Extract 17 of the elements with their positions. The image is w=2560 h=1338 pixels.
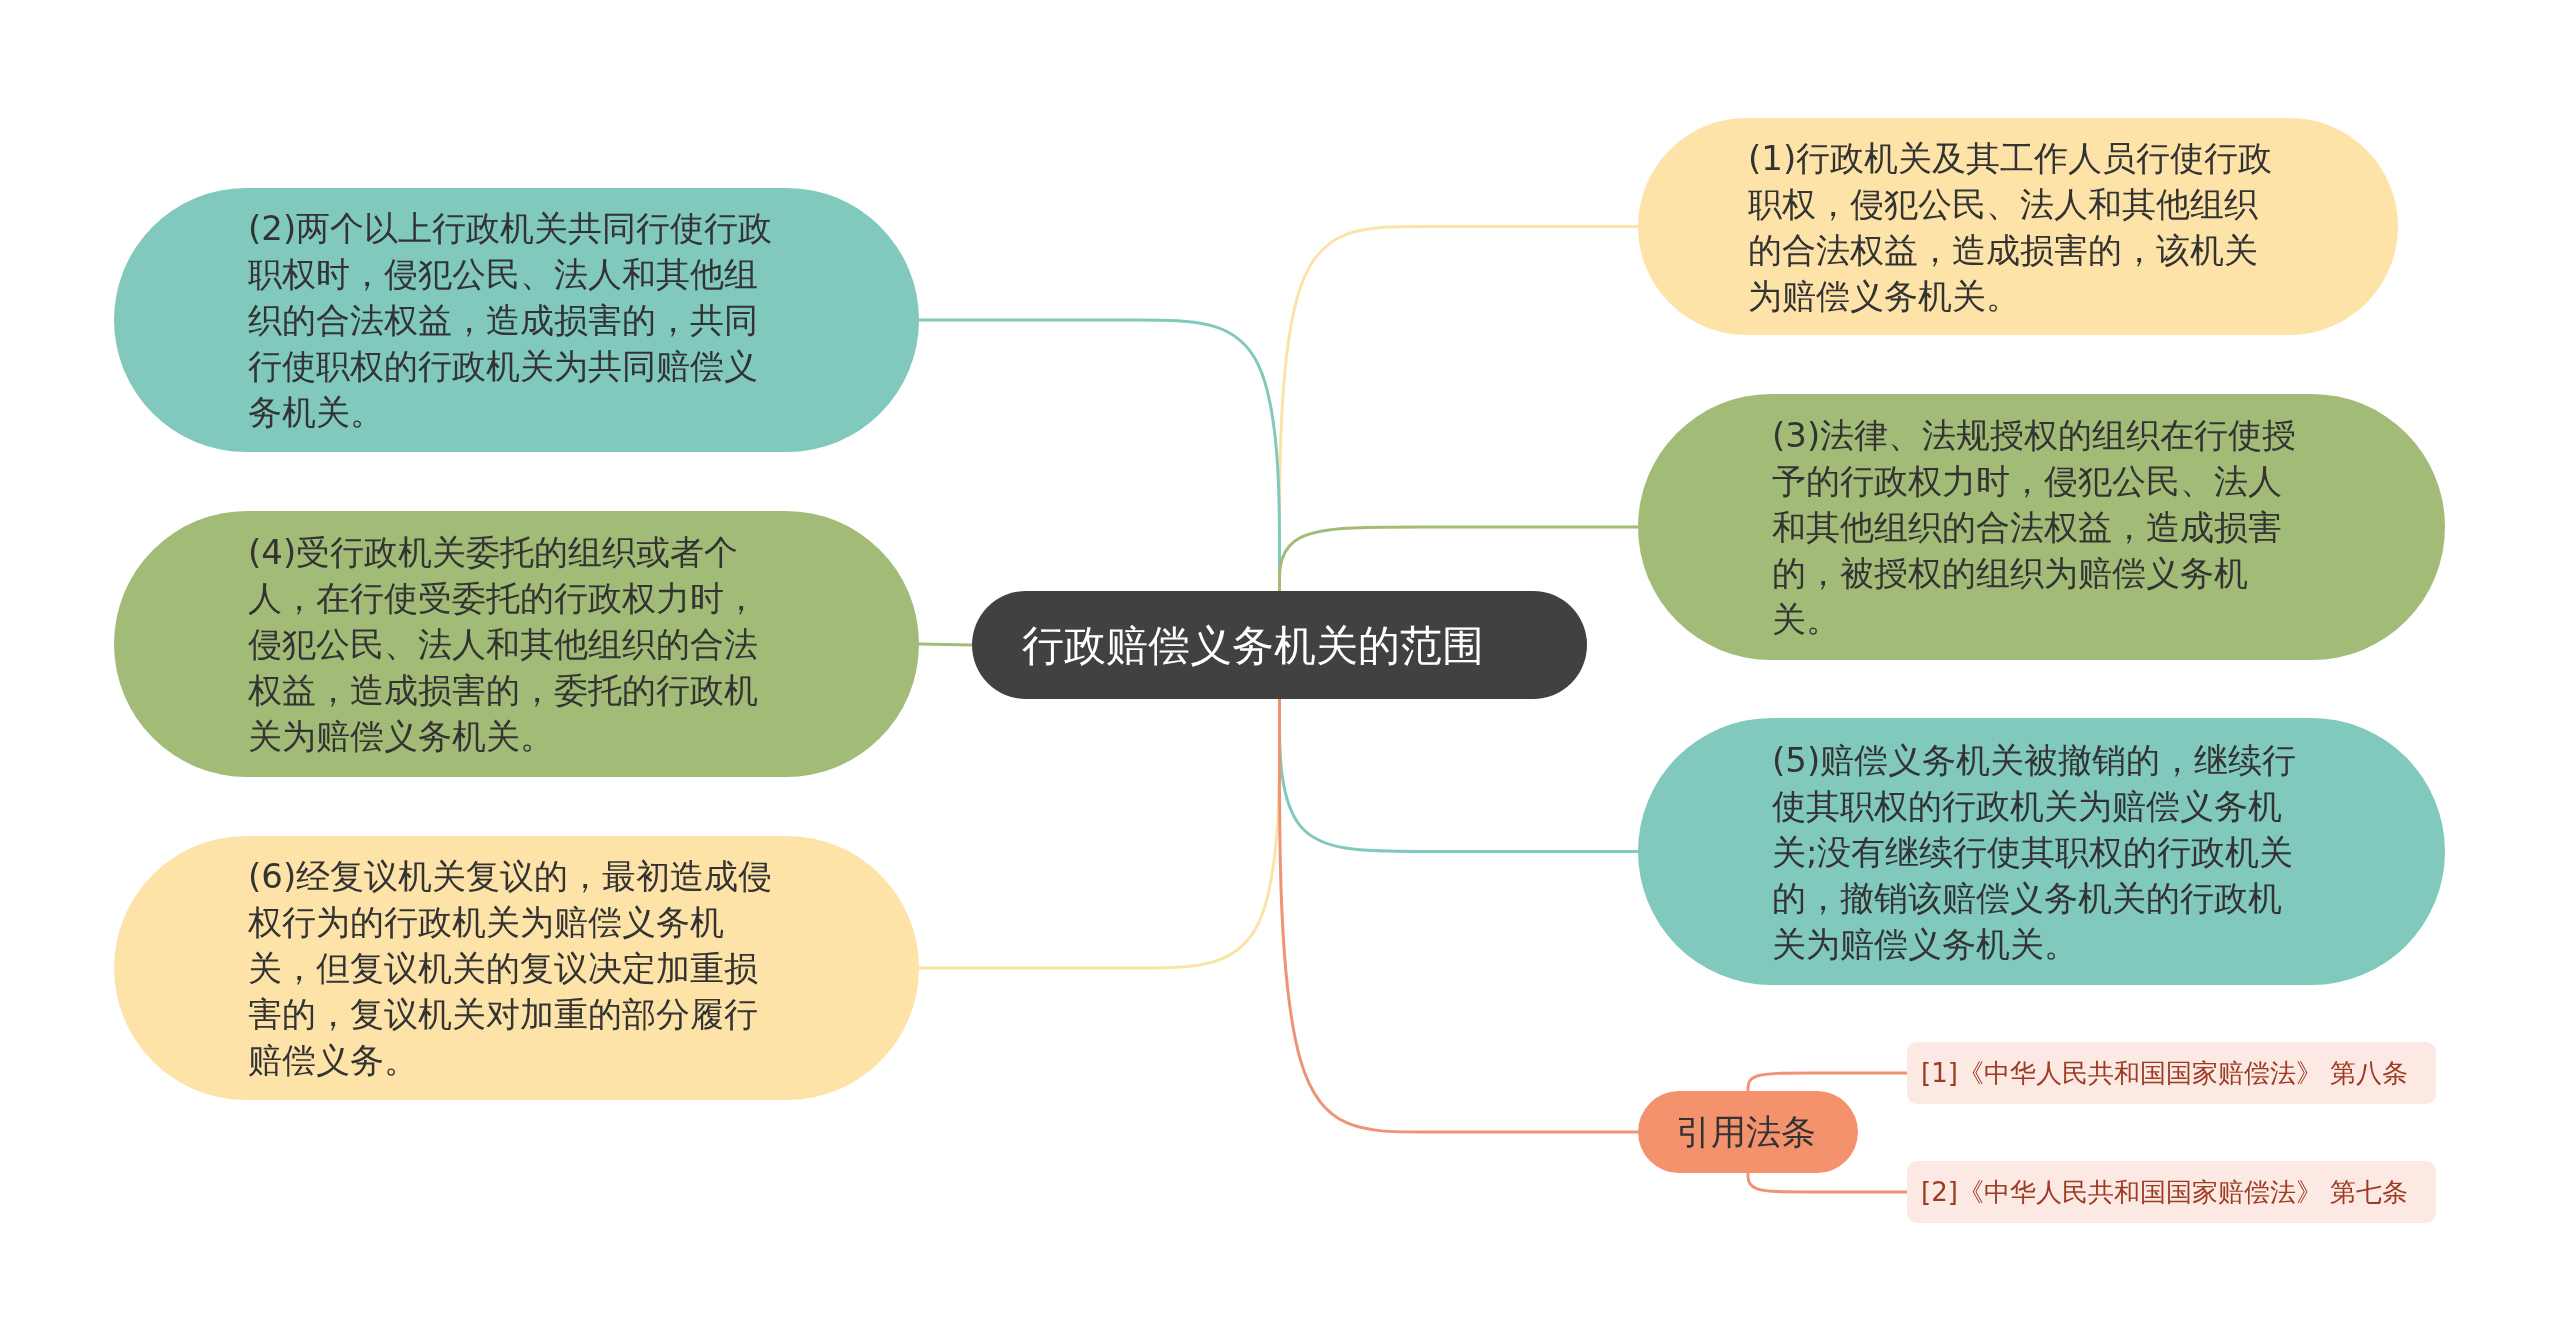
connector-line bbox=[1278, 525, 1638, 591]
node-text: 行政赔偿义务机关的范围 bbox=[1022, 619, 1484, 672]
connector-line bbox=[1746, 1173, 1907, 1194]
node-text: 引用法条 bbox=[1676, 1111, 1816, 1154]
connector-line bbox=[918, 642, 973, 647]
reference-tag bbox=[1907, 1161, 2436, 1223]
connector-line bbox=[1278, 699, 1638, 1134]
node-text: (3)法律、法规授权的组织在行使授予的行政权力时，侵犯公民、法人和其他组织的合法权益，造成损害的，被授权的组织为赔偿义务机关。 bbox=[1772, 414, 2298, 641]
node-text: (2)两个以上行政机关共同行使行政职权时，侵犯公民、法人和其他组织的合法权益，造成损害的，共同行使职权的行政机关为共同赔偿义务机关。 bbox=[248, 207, 774, 434]
node-text: (6)经复议机关复议的，最初造成侵权行为的行政机关为赔偿义务机关，但复议机关的复议决定加重损害的，复议机关对加重的部分履行赔偿义务。 bbox=[248, 855, 774, 1082]
node-text: [1]《中华人民共和国国家赔偿法》 第八条 bbox=[1921, 1056, 2409, 1090]
connector-line bbox=[1746, 1071, 1907, 1091]
reference-tag bbox=[1907, 1042, 2436, 1104]
node-text: (5)赔偿义务机关被撤销的，继续行使其职权的行政机关为赔偿义务机关;没有继续行使其职权的行政机关的，撤销该赔偿义务机关的行政机关为赔偿义务机关。 bbox=[1772, 738, 2298, 966]
node-text: (4)受行政机关委托的组织或者个人，在行使受委托的行政权力时，侵犯公民、法人和其他组织的合法权益，造成损害的，委托的行政机关为赔偿义务机关。 bbox=[248, 531, 759, 758]
node-text: (1)行政机关及其工作人员行使行政职权，侵犯公民、法人和其他组织的合法权益，造成损害的，该机关为赔偿义务机关。 bbox=[1748, 136, 2274, 318]
node-text: [2]《中华人民共和国国家赔偿法》 第七条 bbox=[1921, 1175, 2409, 1209]
